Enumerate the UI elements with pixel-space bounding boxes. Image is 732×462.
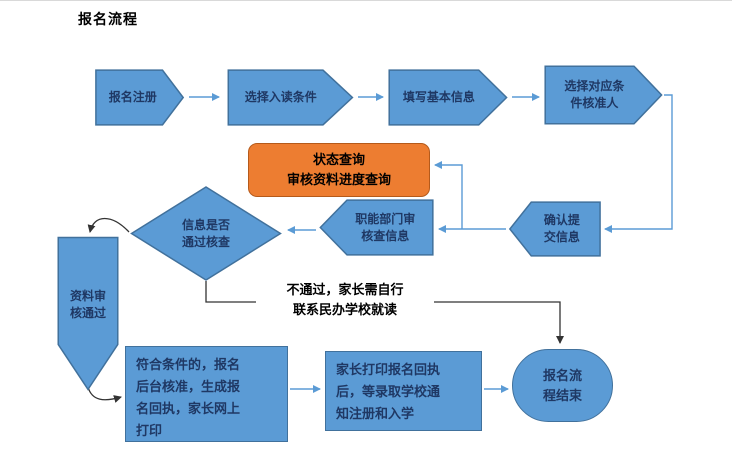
node-confirm-submit-label: 确认提 交信息 (543, 213, 580, 244)
node-end: 报名流 程结束 (512, 349, 613, 422)
node-status-query-label: 状态查询 审核资料进度查询 (286, 152, 391, 187)
down-arrow-shape (57, 236, 119, 391)
pentagon-shape (318, 199, 434, 256)
node-pass-check-label: 信息是否 通过核查 (181, 217, 230, 249)
pentagon-shape (95, 69, 185, 126)
node-register-label: 报名注册 (108, 90, 157, 104)
node-choose-condition-label: 选择入读条件 (244, 90, 317, 104)
node-not-pass-label: 不通过，家长需自行 联系民办学校就读 (286, 282, 404, 317)
node-choose-condition: 选择入读条件 (227, 69, 355, 126)
node-material-pass-label: 资料审 核通过 (69, 289, 106, 321)
node-dept-review: 职能部门审 核查信息 (318, 199, 434, 256)
pentagon-shape (508, 201, 601, 257)
connector-material-to-eligible (87, 386, 122, 403)
node-parent-print: 家长打印报名回执 后，等录取学校通 知注册和入学 (325, 351, 482, 431)
pentagon-shape (544, 65, 664, 125)
diamond-shape (130, 186, 282, 281)
node-fill-info-label: 填写基本信息 (402, 90, 475, 104)
pentagon-shape (227, 69, 355, 126)
node-register: 报名注册 (95, 69, 185, 126)
node-choose-approver-label: 选择对应条 件核准人 (564, 79, 625, 110)
node-status-query: 状态查询 审核资料进度查询 (248, 143, 430, 197)
node-eligible-label: 符合条件的，报名 后台核准，生成报 名回执，家长网上 打印 (136, 357, 241, 438)
node-not-pass: 不通过，家长需自行 联系民办学校就读 (256, 278, 434, 322)
node-parent-print-label: 家长打印报名回执 后，等录取学校通 知注册和入学 (336, 362, 441, 421)
node-end-label: 报名流 程结束 (542, 367, 582, 403)
node-fill-info: 填写基本信息 (388, 69, 509, 126)
pentagon-shape (388, 69, 509, 126)
node-confirm-submit: 确认提 交信息 (508, 201, 601, 257)
connector-elbow-right (604, 94, 673, 233)
connector-branch-status (434, 161, 463, 229)
node-material-pass: 资料审 核通过 (57, 236, 119, 391)
node-eligible: 符合条件的，报名 后台核准，生成报 名回执，家长网上 打印 (125, 346, 288, 442)
node-dept-review-label: 职能部门审 核查信息 (355, 211, 416, 243)
page-title: 报名流程 (78, 11, 138, 27)
node-choose-approver: 选择对应条 件核准人 (544, 65, 664, 125)
connector-check-to-material (87, 217, 130, 233)
node-pass-check: 信息是否 通过核查 (130, 186, 282, 281)
